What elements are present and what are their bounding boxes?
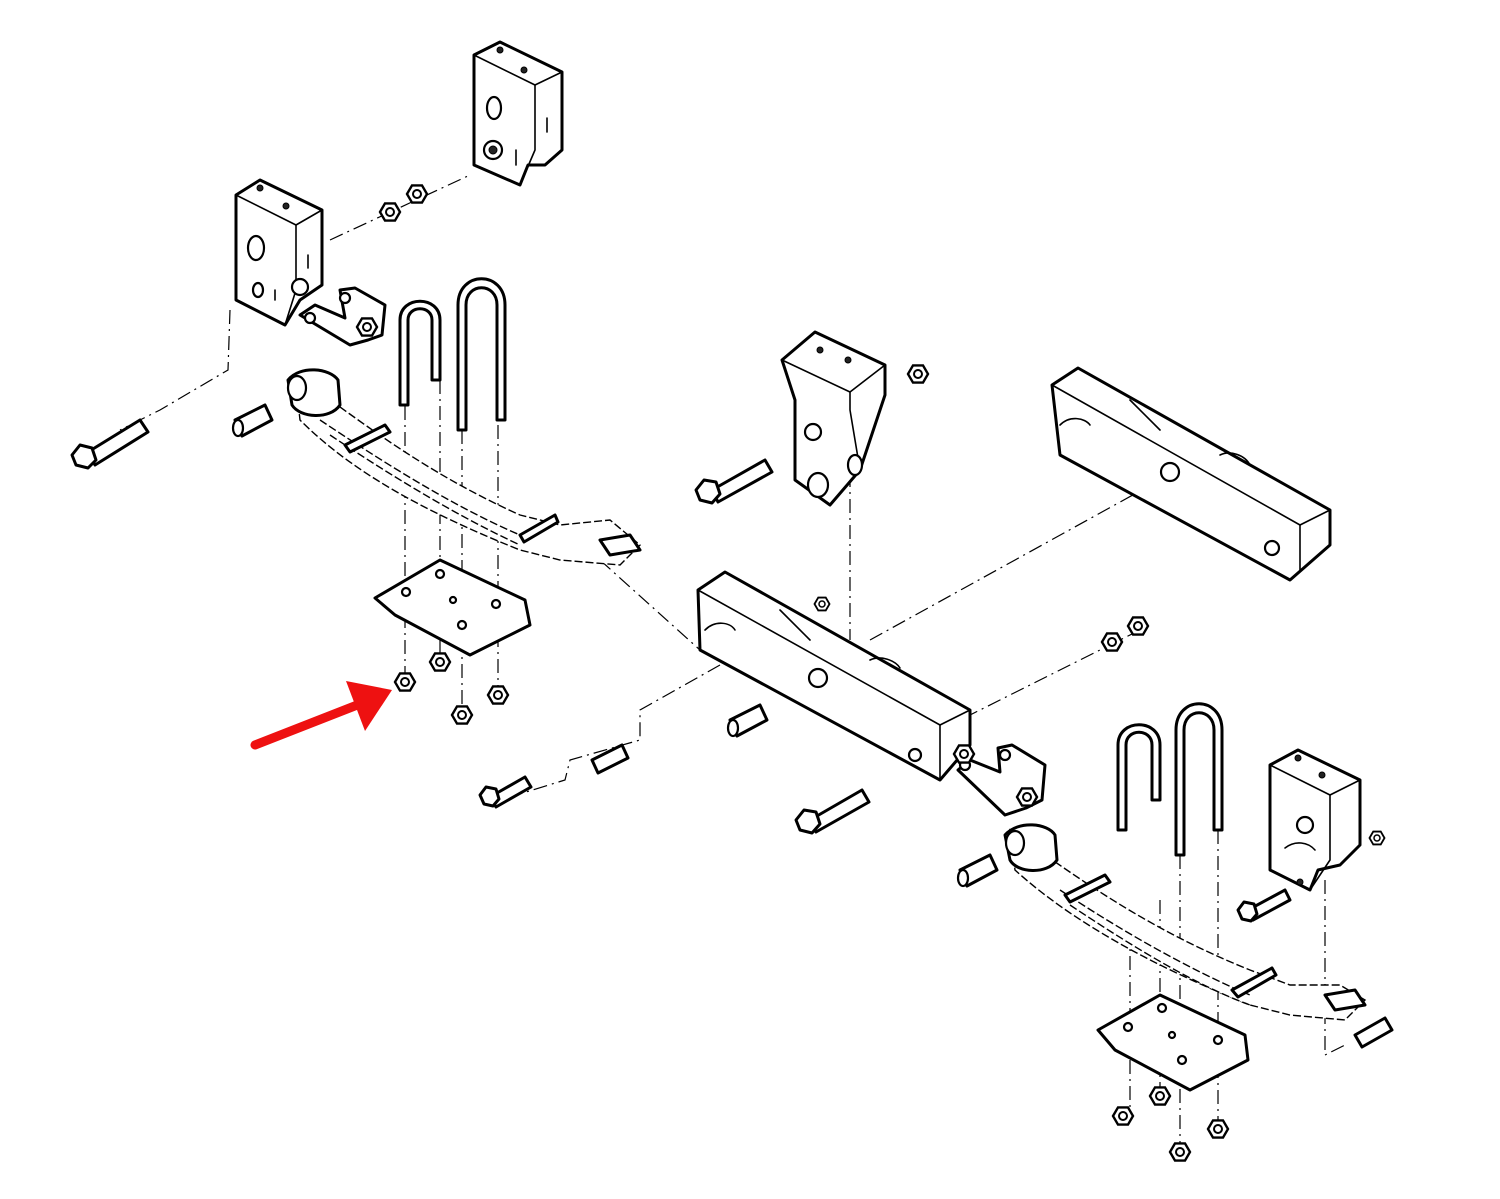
spring-plate-rear bbox=[1096, 993, 1250, 1092]
hex-nut bbox=[813, 596, 831, 612]
shackle-bolt-center-left bbox=[478, 775, 533, 809]
hex-nut-highlighted bbox=[393, 672, 417, 692]
hex-nut bbox=[450, 705, 474, 725]
bushing-sleeve-small bbox=[590, 743, 630, 775]
hanger-bracket-rear-top bbox=[472, 40, 564, 187]
equalizer-arm-center bbox=[696, 570, 972, 782]
hex-nut bbox=[1111, 1106, 1135, 1126]
equalizer-hanger-bracket bbox=[780, 330, 887, 507]
shackle-bolt-long-left bbox=[70, 418, 150, 470]
bushing-sleeve-left bbox=[231, 403, 274, 438]
hex-nut bbox=[1168, 1142, 1192, 1162]
shackle-plate-left bbox=[298, 286, 387, 347]
hanger-bolt-rear bbox=[1236, 888, 1292, 923]
spring-plate-left bbox=[373, 558, 532, 657]
hex-nut bbox=[906, 364, 930, 384]
hex-nut bbox=[1100, 632, 1124, 652]
shackle-bolt-center-right bbox=[794, 788, 871, 835]
shackle-plate-right bbox=[952, 743, 1047, 817]
red-arrow-icon bbox=[250, 681, 392, 750]
hex-nut bbox=[1368, 830, 1386, 846]
u-bolt-rear bbox=[1116, 702, 1224, 857]
hex-nut bbox=[1206, 1119, 1230, 1139]
hex-nut bbox=[428, 652, 452, 672]
equalizer-bolt bbox=[694, 458, 774, 505]
hex-nut bbox=[405, 184, 429, 204]
bushing-sleeve-rear bbox=[956, 853, 999, 888]
u-bolt-left bbox=[398, 277, 507, 432]
hanger-bracket-rear bbox=[1268, 748, 1362, 892]
bushing-sleeve-center bbox=[726, 703, 769, 738]
hanger-bracket-front-left bbox=[234, 178, 324, 327]
hex-nut bbox=[1126, 616, 1150, 636]
hex-nut bbox=[378, 202, 402, 222]
leaf-spring-left bbox=[286, 368, 642, 566]
hex-nut bbox=[1148, 1086, 1172, 1106]
hex-nut bbox=[486, 685, 510, 705]
leaf-spring-rear bbox=[1003, 823, 1367, 1021]
bushing-sleeve-rear-end bbox=[1353, 1016, 1394, 1049]
equalizer-arm-right bbox=[1050, 366, 1332, 582]
